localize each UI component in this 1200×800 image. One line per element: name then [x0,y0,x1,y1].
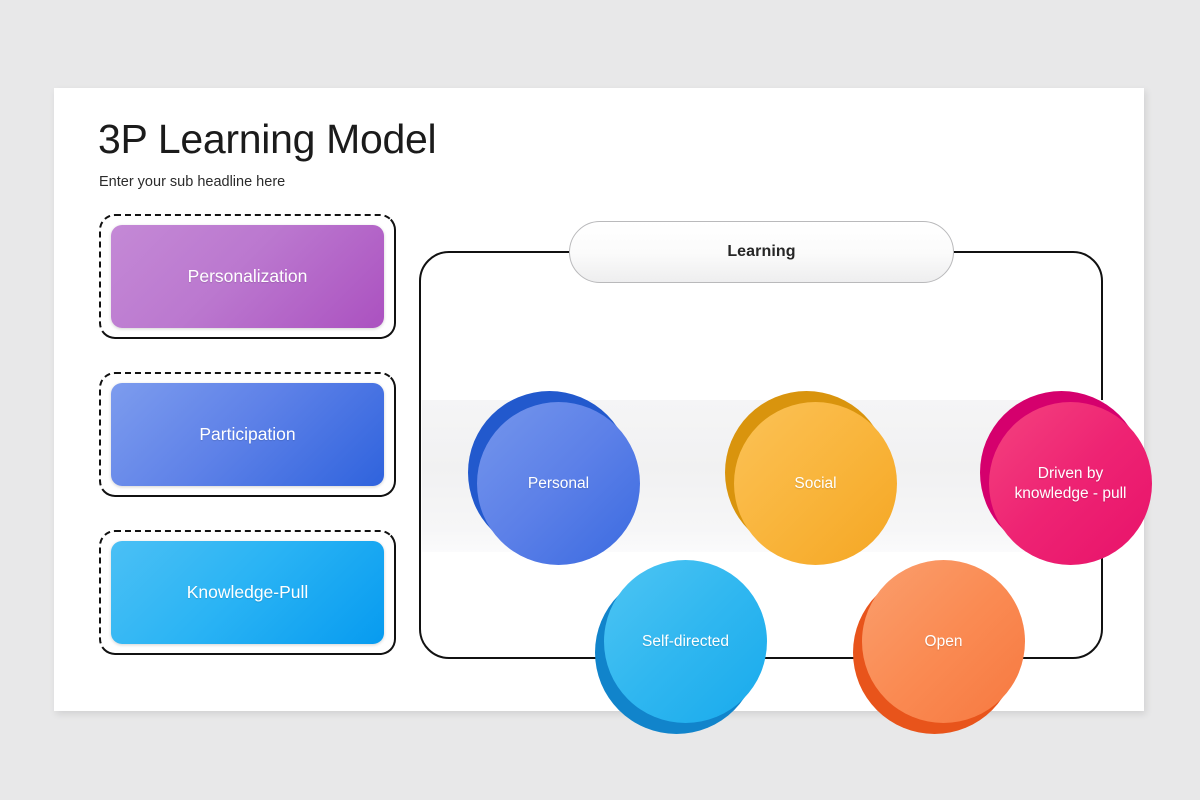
node-label: Self-directed [641,632,729,650]
pillar-label: Participation [199,424,296,444]
learning-group-label: Learning [727,243,796,260]
pillar-label: Knowledge-Pull [186,582,309,602]
pillar-fill: Knowledge-Pull [111,541,384,644]
page-subtitle: Enter your sub headline here [99,174,286,190]
pillar-fill: Personalization [111,225,384,328]
pillar-label: Personalization [187,266,308,286]
node-disc: Open [862,560,1025,723]
node-personal[interactable]: Personal [468,391,640,565]
learning-group-header[interactable]: Learning [569,221,954,283]
node-social[interactable]: Social [725,391,897,565]
node-label: Social [794,474,837,492]
node-label: Open [924,632,963,650]
node-disc: Personal [477,402,640,565]
node-label: Driven by knowledge - pull [1014,465,1127,502]
pillar-card-knowledge-pull[interactable]: Knowledge-Pull [99,530,396,655]
node-self-directed[interactable]: Self-directed [595,560,767,734]
pillar-card-personalization[interactable]: Personalization [99,214,396,339]
pillar-card-participation[interactable]: Participation [99,372,396,497]
node-disc: Social [734,402,897,565]
node-driven-by-knowledge-pull[interactable]: Driven by knowledge - pull [980,391,1152,565]
node-disc: Driven by knowledge - pull [989,402,1152,565]
slide-canvas: 3P Learning Model Enter your sub headlin… [54,88,1152,734]
pillar-fill: Participation [111,383,384,486]
node-open[interactable]: Open [853,560,1025,734]
page-title: 3P Learning Model [98,116,437,162]
node-disc: Self-directed [604,560,767,723]
node-label: Personal [527,474,590,492]
